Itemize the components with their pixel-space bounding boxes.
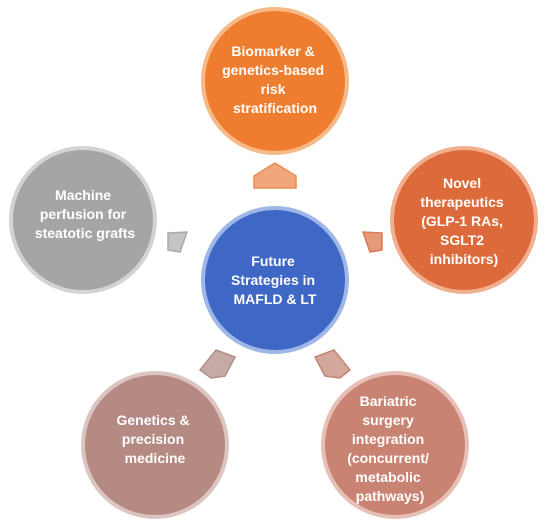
arrow-up-to-biomarker xyxy=(253,162,297,189)
node-center: Future Strategies in MAFLD & LT xyxy=(201,206,349,354)
novel-therapeutics-line-1: Novel xyxy=(443,175,481,191)
center-line-2: Strategies in xyxy=(231,272,315,288)
novel-therapeutics-line-3: (GLP-1 RAs, xyxy=(421,213,503,229)
novel-therapeutics-line-5: inhibitors) xyxy=(430,251,498,267)
machine-perfusion-line-3: steatotic grafts xyxy=(35,225,136,241)
arrow-to-genetics-precision xyxy=(198,349,237,379)
bariatric-line-3: integration xyxy=(352,431,424,447)
genetics-precision-line-3: medicine xyxy=(125,450,186,466)
svg-text:Genetics & precision: Genetics & precision medicine xyxy=(116,412,193,466)
svg-text:Novel therapeutics: Novel therapeutics (GLP-1 RAs, SGLT2 inh… xyxy=(420,175,507,267)
svg-text:Future Strategies in: Future Strategies in MAFLD & LT xyxy=(231,253,319,307)
novel-therapeutics-line-4: SGLT2 xyxy=(440,232,484,248)
biomarker-line-1: Biomarker & xyxy=(231,43,314,59)
biomarker-line-3: risk xyxy=(261,81,286,97)
node-genetics-precision: Genetics & precision medicine xyxy=(81,371,229,519)
node-biomarker: Biomarker & genetics-based risk stratifi… xyxy=(201,7,349,155)
svg-text:Biomarker & genetics-bas: Biomarker & genetics-based risk stratifi… xyxy=(222,43,328,116)
bariatric-line-1: Bariatric xyxy=(360,393,417,409)
svg-text:Bariatric surgery: Bariatric surgery integration (concurren… xyxy=(347,393,433,504)
arrow-to-novel-therapeutics xyxy=(361,231,383,253)
bariatric-line-2: surgery xyxy=(362,412,414,428)
bariatric-line-4: (concurrent/ xyxy=(347,450,429,466)
bariatric-line-5: metabolic xyxy=(355,469,421,485)
arrow-to-machine-perfusion xyxy=(167,231,189,253)
machine-perfusion-line-1: Machine xyxy=(55,187,111,203)
node-machine-perfusion: Machine perfusion for steatotic grafts xyxy=(9,146,157,294)
center-line-3: MAFLD & LT xyxy=(234,291,317,307)
arrow-to-bariatric xyxy=(313,349,352,379)
bariatric-line-6: pathways) xyxy=(356,488,424,504)
genetics-precision-line-2: precision xyxy=(122,431,184,447)
center-line-1: Future xyxy=(251,253,295,269)
machine-perfusion-line-2: perfusion for xyxy=(40,206,127,222)
node-bariatric: Bariatric surgery integration (concurren… xyxy=(321,371,469,519)
novel-therapeutics-line-2: therapeutics xyxy=(420,194,503,210)
biomarker-line-2: genetics-based xyxy=(222,62,324,78)
genetics-precision-line-1: Genetics & xyxy=(116,412,189,428)
node-novel-therapeutics: Novel therapeutics (GLP-1 RAs, SGLT2 inh… xyxy=(390,146,538,294)
biomarker-line-4: stratification xyxy=(233,100,317,116)
arrows xyxy=(167,162,383,379)
svg-text:Machine perfusion for: Machine perfusion for steatotic grafts xyxy=(35,187,136,241)
